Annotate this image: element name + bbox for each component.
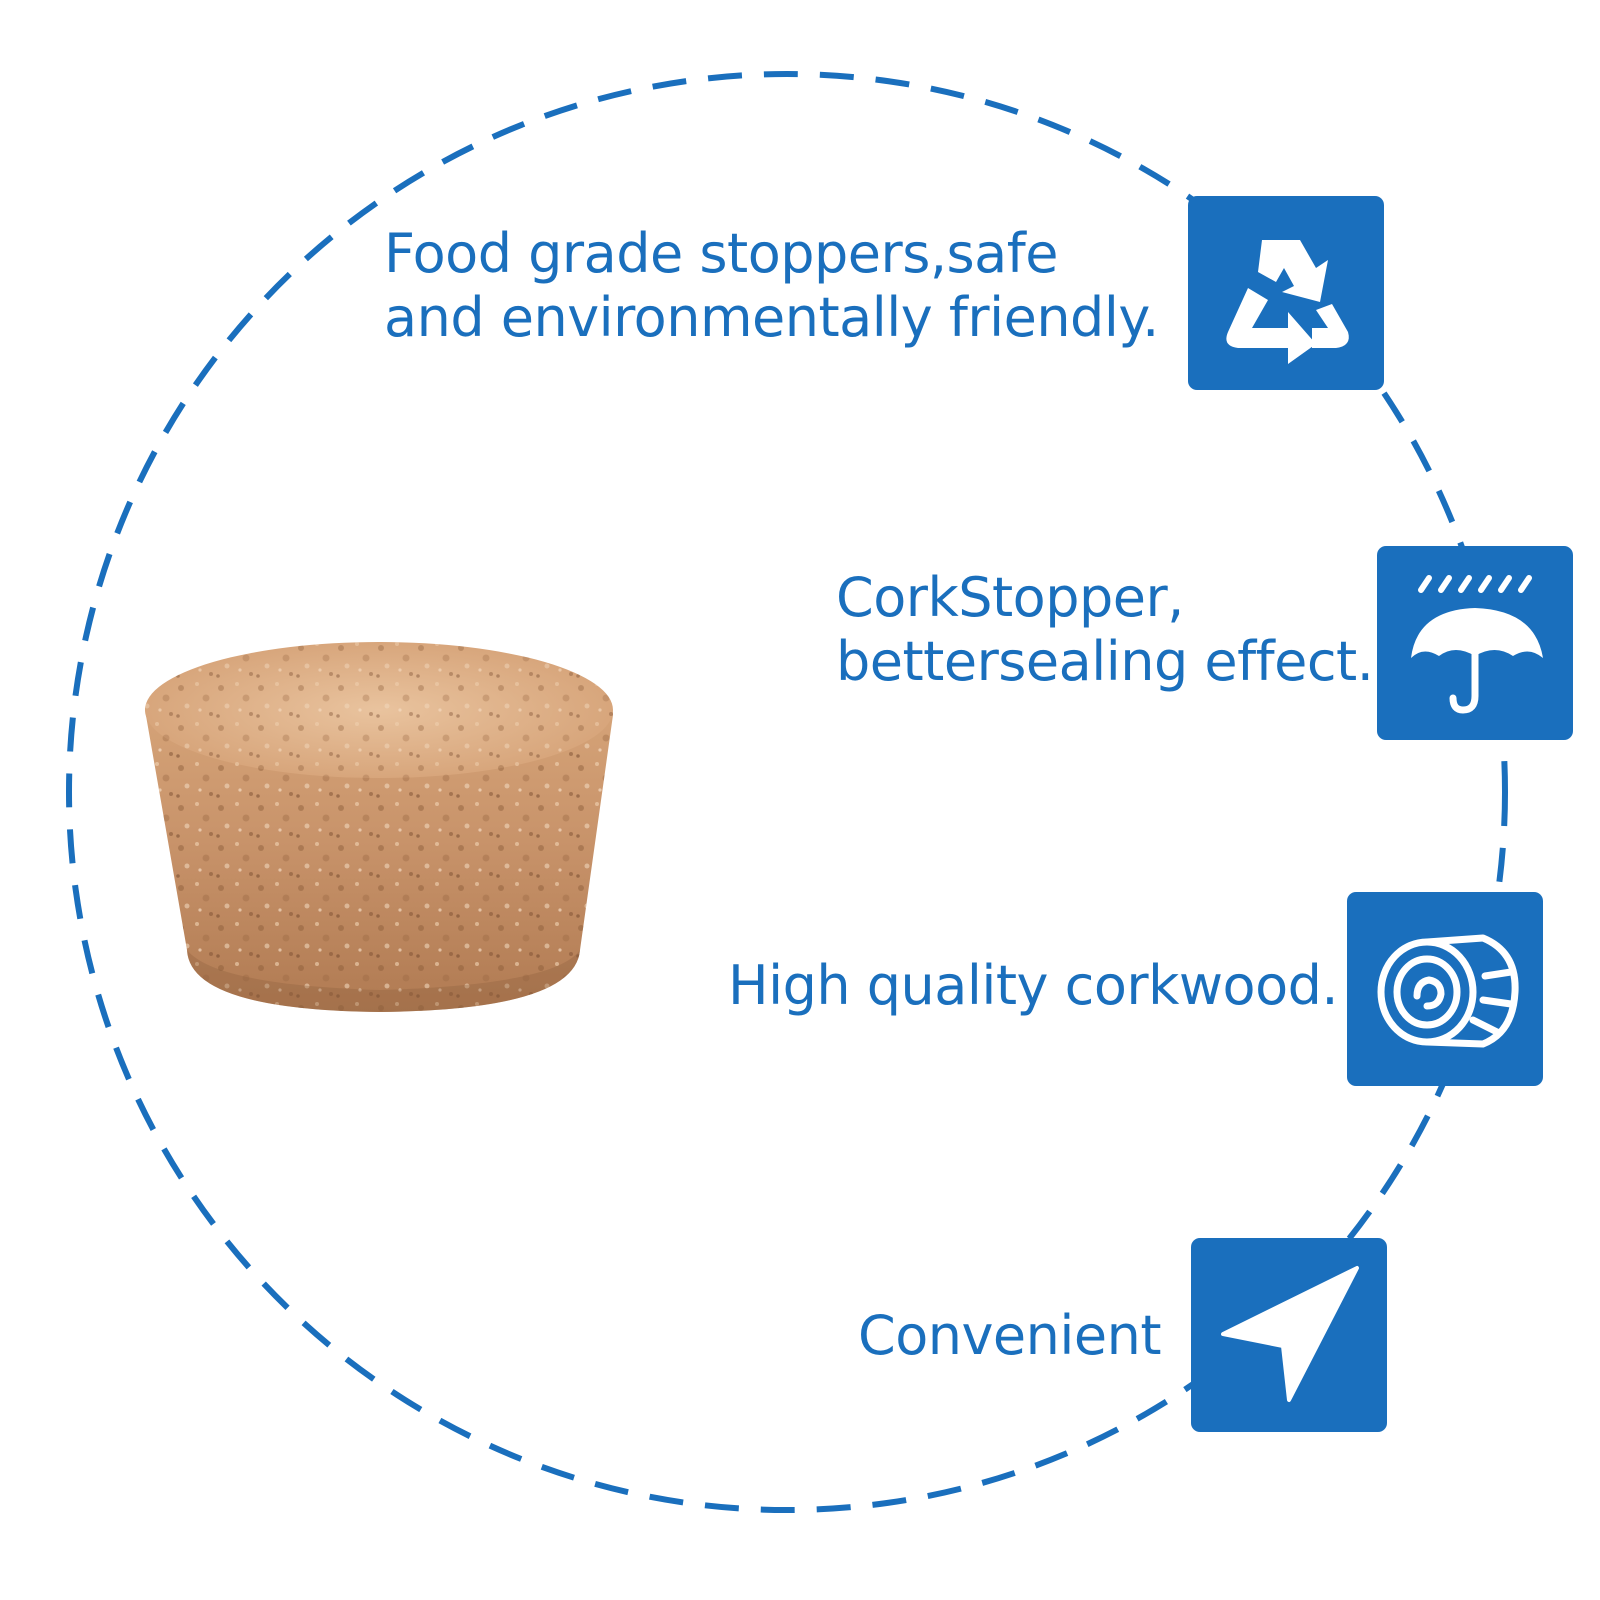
wood-log-tile bbox=[1347, 892, 1543, 1086]
recycle-icon bbox=[1226, 240, 1349, 364]
cork-stopper-image bbox=[145, 642, 613, 1012]
wood-log-icon bbox=[1377, 934, 1519, 1048]
feature-line: Food grade stoppers,safe bbox=[384, 222, 1058, 285]
feature-text-convenient: Convenient bbox=[858, 1304, 1162, 1368]
feature-line: and environmentally friendly. bbox=[384, 286, 1159, 349]
feature-text-sealing: CorkStopper, bettersealing effect. bbox=[836, 566, 1374, 694]
navigation-arrow-icon bbox=[1221, 1266, 1359, 1402]
feature-line: High quality corkwood. bbox=[728, 954, 1339, 1017]
feature-text-corkwood: High quality corkwood. bbox=[728, 954, 1339, 1018]
feature-line: CorkStopper, bbox=[836, 566, 1184, 629]
umbrella-rain-icon bbox=[1411, 575, 1543, 714]
navigation-tile bbox=[1191, 1238, 1387, 1432]
feature-line: Convenient bbox=[858, 1304, 1162, 1367]
umbrella-tile bbox=[1377, 546, 1573, 740]
feature-text-food-grade: Food grade stoppers,safe and environment… bbox=[384, 222, 1159, 350]
recycle-tile bbox=[1188, 196, 1384, 390]
feature-line: bettersealing effect. bbox=[836, 630, 1374, 693]
